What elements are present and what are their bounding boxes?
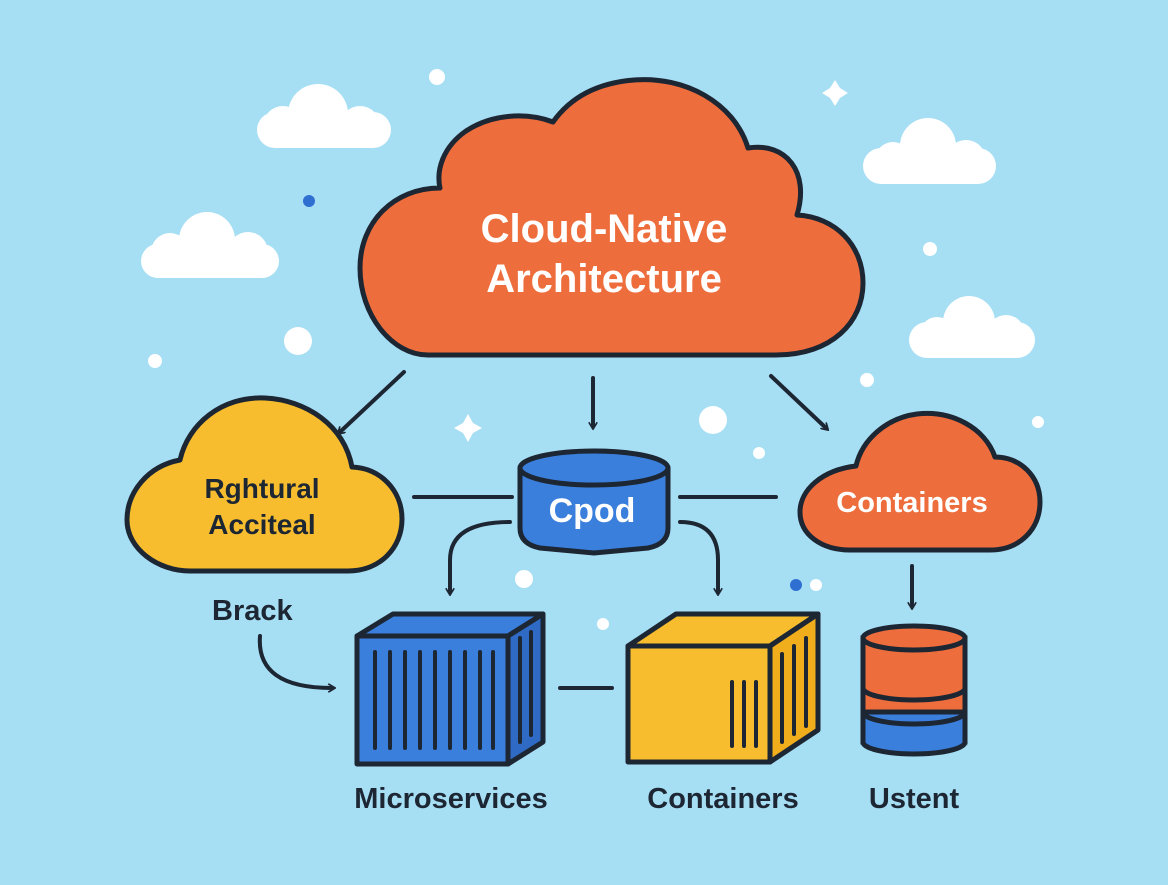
arrow-icon [450,520,512,592]
storage-node: Ustent [860,623,968,815]
dot-icon [284,327,312,355]
containers-box-node: Containers [625,611,821,815]
background-cloud-icon [909,296,1035,358]
arrow-icon [678,520,718,592]
sparkle-icon [454,414,482,442]
dot-icon [597,618,609,630]
storage-stack-icon [860,623,968,757]
container-ribs [730,636,808,748]
dot-icon [1032,416,1044,428]
arrow-icon [257,634,332,688]
dot-icon [790,579,802,591]
cloud-icon [124,395,405,574]
right-cloud-node: Containers [797,410,1043,553]
background-cloud-icon [141,212,279,278]
connectors [257,370,912,688]
center-database-node: Cpod [517,448,671,556]
left-cloud-label-line1: Rghtural [204,473,319,504]
dot-icon [699,406,727,434]
main-cloud-node: Cloud-Native Architecture [357,77,866,358]
container-box-icon [354,611,546,767]
background-decor [141,69,1044,630]
database-top [517,448,671,488]
arrow-icon [340,370,406,432]
right-cloud-label: Containers [836,487,987,519]
dot-icon [923,242,937,256]
dot-icon [753,447,765,459]
left-cloud-node: Rghtural Acciteal [124,395,405,574]
brack-label: Brack [212,595,293,627]
main-cloud-title-line1: Cloud-Native [481,207,728,251]
database-icon [517,465,671,556]
arrow-icon [769,374,826,428]
storage-label: Ustent [869,783,960,815]
center-database-label: Cpod [549,492,636,530]
background-cloud-icon [863,118,996,184]
microservices-node: Microservices [354,611,548,815]
containers-box-label: Containers [647,783,798,815]
sparkle-icon [822,80,848,106]
background-cloud-icon [257,84,391,148]
main-cloud-title-line2: Architecture [486,257,722,301]
microservices-label: Microservices [354,783,547,815]
left-cloud-label-line2: Acciteal [208,509,315,540]
dot-icon [810,579,822,591]
dot-icon [429,69,445,85]
cloud-icon [357,77,866,358]
dot-icon [148,354,162,368]
container-ribs [373,630,533,750]
cloud-icon [797,410,1043,553]
dot-icon [303,195,315,207]
dot-icon [515,570,533,588]
dot-icon [860,373,874,387]
container-box-icon [625,611,821,765]
